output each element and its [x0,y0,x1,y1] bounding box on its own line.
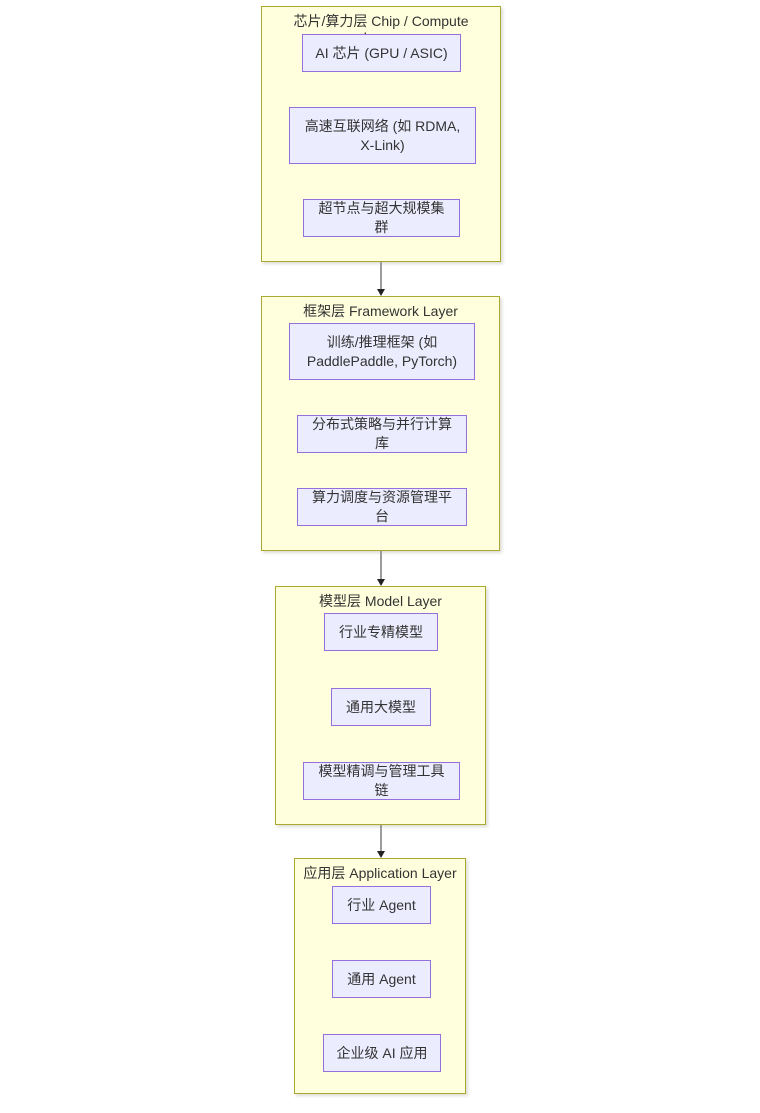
node-model-tuning-toolchain: 模型精调与管理工具链 [303,762,460,800]
node-label: 算力调度与资源管理平台 [312,489,452,524]
layer-framework: 框架层 Framework Layer 训练/推理框架 (如 PaddlePad… [261,296,500,551]
node-general-large-model: 通用大模型 [331,688,431,726]
edge-framework-to-model [376,551,386,586]
edge-line [380,262,382,289]
arrowhead-down-icon [376,851,385,858]
node-enterprise-ai-app: 企业级 AI 应用 [323,1034,441,1072]
layer-chip-compute: 芯片/算力层 Chip / Compute Layer AI 芯片 (GPU /… [261,6,501,262]
node-industry-agent: 行业 Agent [332,886,431,924]
node-supernode-cluster: 超节点与超大规模集群 [303,199,460,237]
node-compute-scheduling-platform: 算力调度与资源管理平台 [297,488,467,526]
node-industry-specialized-model: 行业专精模型 [324,613,438,651]
edge-line [380,825,382,851]
layer-application: 应用层 Application Layer 行业 Agent 通用 Agent … [294,858,466,1094]
arrowhead-down-icon [376,289,385,296]
edge-model-to-application [376,825,386,858]
node-label: 通用大模型 [346,698,416,715]
node-distributed-parallel-lib: 分布式策略与并行计算库 [297,415,467,453]
node-label: 行业 Agent [347,896,416,913]
node-label: 训练/推理框架 (如 PaddlePaddle, PyTorch) [306,333,458,369]
node-label: 模型精调与管理工具链 [318,763,445,798]
node-label: 超节点与超大规模集群 [318,200,445,235]
node-high-speed-interconnect: 高速互联网络 (如 RDMA, X-Link) [289,107,476,164]
node-training-inference-framework: 训练/推理框架 (如 PaddlePaddle, PyTorch) [289,323,475,380]
layer-title: 模型层 Model Layer [319,593,442,609]
node-label: 高速互联网络 (如 RDMA, X-Link) [304,117,461,153]
node-label: 行业专精模型 [339,623,423,640]
node-label: 分布式策略与并行计算库 [312,416,452,451]
layer-title: 应用层 Application Layer [303,865,457,881]
node-label: 通用 Agent [347,970,416,987]
edge-line [380,551,382,579]
node-label: AI 芯片 (GPU / ASIC) [315,44,448,61]
edge-chip-to-framework [376,262,386,296]
layer-title: 框架层 Framework Layer [303,303,458,319]
node-ai-chip: AI 芯片 (GPU / ASIC) [302,34,461,72]
node-label: 企业级 AI 应用 [336,1044,428,1061]
node-general-agent: 通用 Agent [332,960,431,998]
arrowhead-down-icon [376,579,385,586]
layer-model: 模型层 Model Layer 行业专精模型 通用大模型 模型精调与管理工具链 [275,586,486,825]
